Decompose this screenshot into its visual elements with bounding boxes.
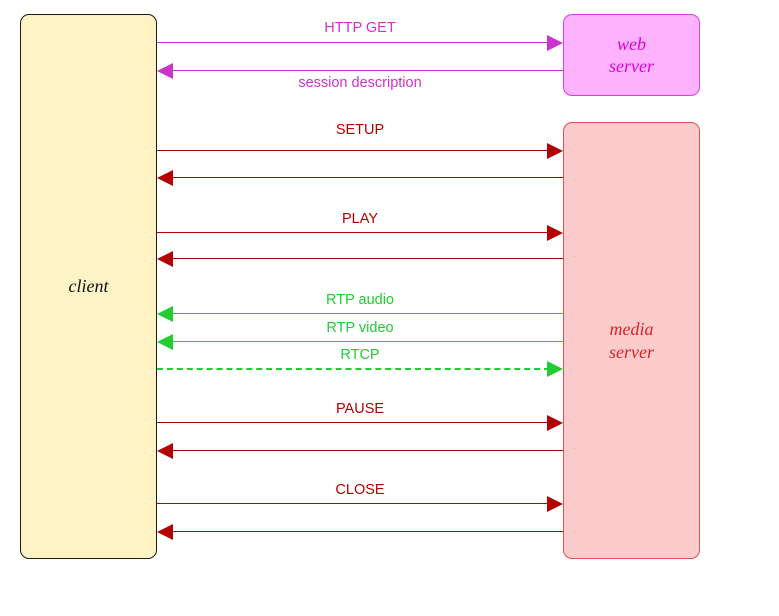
message-label-pause: PAUSE: [335, 401, 385, 417]
message-line-pause-reply: [170, 450, 563, 451]
message-arrowhead-setup-reply: [157, 170, 173, 186]
message-line-session-description: [170, 70, 563, 71]
message-line-setup: [157, 150, 550, 151]
message-line-play-reply: [170, 258, 563, 259]
message-line-rtcp: [157, 368, 550, 370]
message-line-close-reply: [170, 531, 563, 532]
message-line-play: [157, 232, 550, 233]
participant-web-server: web server: [563, 14, 700, 96]
message-label-rtp-video: RTP video: [326, 320, 394, 336]
message-label-rtcp: RTCP: [340, 347, 380, 363]
message-label-setup: SETUP: [335, 122, 385, 138]
participant-client-label: client: [68, 276, 109, 297]
participant-media-server: media server: [563, 122, 700, 559]
message-arrowhead-close-reply: [157, 524, 173, 540]
message-arrowhead-session-description: [157, 63, 173, 79]
message-arrowhead-pause: [547, 415, 563, 431]
message-arrowhead-setup: [547, 143, 563, 159]
message-line-rtp-audio: [170, 313, 563, 314]
message-arrowhead-close: [547, 496, 563, 512]
message-label-rtp-audio: RTP audio: [326, 292, 394, 308]
message-line-setup-reply: [170, 177, 563, 178]
message-label-http-get: HTTP GET: [324, 20, 396, 36]
message-arrowhead-play-reply: [157, 251, 173, 267]
message-line-pause: [157, 422, 550, 423]
message-arrowhead-rtp-audio: [157, 306, 173, 322]
message-arrowhead-rtcp: [547, 361, 563, 377]
participant-client: client: [20, 14, 157, 559]
message-label-session-description: session description: [298, 75, 422, 91]
message-arrowhead-rtp-video: [157, 334, 173, 350]
message-arrowhead-play: [547, 225, 563, 241]
message-label-play: PLAY: [341, 211, 378, 227]
message-arrowhead-pause-reply: [157, 443, 173, 459]
message-line-http-get: [157, 42, 550, 43]
message-line-rtp-video: [170, 341, 563, 342]
message-line-close: [157, 503, 550, 504]
participant-media-server-label: media server: [609, 319, 654, 362]
message-arrowhead-http-get: [547, 35, 563, 51]
message-label-close: CLOSE: [335, 482, 385, 498]
participant-web-server-label: web server: [609, 33, 654, 77]
